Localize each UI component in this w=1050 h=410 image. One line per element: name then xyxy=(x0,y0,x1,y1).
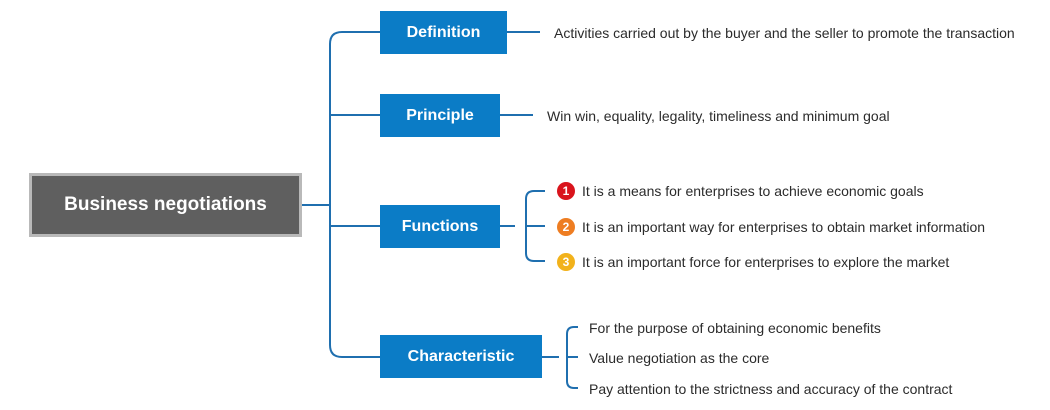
function-item-1: It is a means for enterprises to achieve… xyxy=(582,183,924,199)
number-badge-3: 3 xyxy=(557,253,575,271)
number-badge-2: 2 xyxy=(557,218,575,236)
characteristic-item-3: Pay attention to the strictness and accu… xyxy=(589,381,953,397)
branch-characteristic-label: Characteristic xyxy=(407,347,515,365)
root-node: Business negotiations xyxy=(29,173,302,237)
branch-characteristic: Characteristic xyxy=(380,335,542,378)
branch-definition: Definition xyxy=(380,11,507,54)
definition-text: Activities carried out by the buyer and … xyxy=(554,25,1015,41)
characteristic-item-2: Value negotiation as the core xyxy=(589,350,770,366)
branch-functions-label: Functions xyxy=(401,217,479,235)
function-item-3: It is an important force for enterprises… xyxy=(582,254,950,270)
branch-definition-label: Definition xyxy=(406,23,481,41)
number-badge-1: 1 xyxy=(557,182,575,200)
root-label: Business negotiations xyxy=(64,194,267,215)
principle-text: Win win, equality, legality, timeliness … xyxy=(547,108,890,124)
branch-functions: Functions xyxy=(380,205,500,248)
function-item-2: It is an important way for enterprises t… xyxy=(582,219,986,235)
branch-principle-label: Principle xyxy=(406,106,474,124)
characteristic-item-1: For the purpose of obtaining economic be… xyxy=(589,320,881,336)
branch-principle: Principle xyxy=(380,94,500,137)
